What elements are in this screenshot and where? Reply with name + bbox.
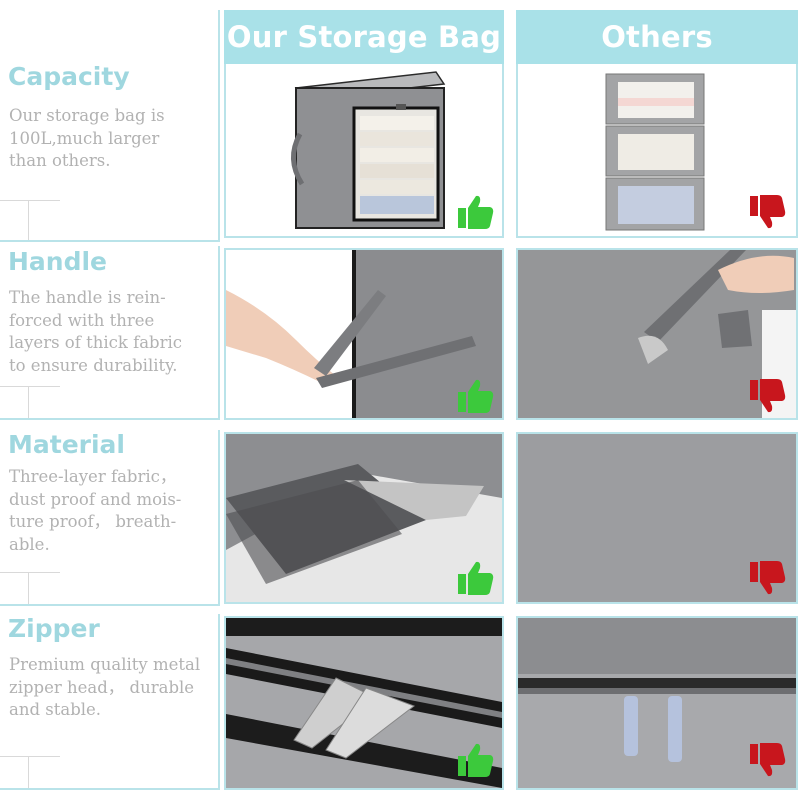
divider xyxy=(218,430,220,606)
description-line: 100L,much larger xyxy=(9,128,160,148)
description-line: to ensure durability. xyxy=(9,355,178,375)
row-title-capacity: Capacity xyxy=(8,62,130,91)
description-line: The handle is rein- xyxy=(9,288,166,307)
description-line: forced with three xyxy=(9,310,155,330)
row-description-zipper: Premium quality metal zipper head， durab… xyxy=(9,654,215,722)
thumbs-up-icon xyxy=(456,192,496,232)
image-zipper-others xyxy=(516,616,798,790)
description-line: zipper head， durable xyxy=(9,677,195,697)
divider xyxy=(0,200,60,201)
thumbs-up-icon xyxy=(456,376,496,416)
divider xyxy=(0,788,220,790)
divider xyxy=(0,418,220,420)
divider xyxy=(218,10,220,242)
row-title-material: Material xyxy=(8,430,125,459)
row-title-handle: Handle xyxy=(8,247,108,276)
divider xyxy=(218,246,220,420)
thumbs-down-icon xyxy=(748,740,788,780)
column-header-our-storage-bag: Our Storage Bag xyxy=(224,10,504,64)
description-line: Three-layer fabric， xyxy=(9,467,177,486)
image-material-ours xyxy=(224,432,504,604)
row-description-handle: The handle is rein- forced with three la… xyxy=(9,287,215,377)
thumbs-up-icon xyxy=(456,740,496,780)
thumbs-down-icon xyxy=(748,558,788,598)
image-capacity-ours xyxy=(224,64,504,238)
thumbs-down-icon xyxy=(748,376,788,416)
description-line: Our storage bag is xyxy=(9,106,165,125)
divider xyxy=(0,604,220,606)
divider xyxy=(0,572,60,573)
divider xyxy=(28,756,29,788)
description-line: able. xyxy=(9,534,50,554)
row-title-zipper: Zipper xyxy=(8,614,100,643)
divider xyxy=(218,614,220,790)
image-zipper-ours xyxy=(224,616,504,790)
row-description-capacity: Our storage bag is 100L,much larger than… xyxy=(9,105,215,173)
divider xyxy=(28,386,29,418)
description-line: layers of thick fabric xyxy=(9,333,183,352)
description-line: and stable. xyxy=(9,700,102,719)
description-line: dust proof and mois- xyxy=(9,489,182,509)
description-line: than others. xyxy=(9,151,111,170)
column-header-others: Others xyxy=(516,10,798,64)
divider xyxy=(0,386,60,387)
divider xyxy=(0,240,220,242)
row-description-material: Three-layer fabric， dust proof and mois-… xyxy=(9,466,215,556)
divider xyxy=(28,200,29,240)
thumbs-up-icon xyxy=(456,558,496,598)
divider xyxy=(0,756,60,757)
thumbs-down-icon xyxy=(748,192,788,232)
description-line: ture proof， breath- xyxy=(9,512,177,531)
image-handle-others xyxy=(516,248,798,420)
divider xyxy=(28,572,29,604)
description-line: Premium quality metal xyxy=(9,655,201,674)
